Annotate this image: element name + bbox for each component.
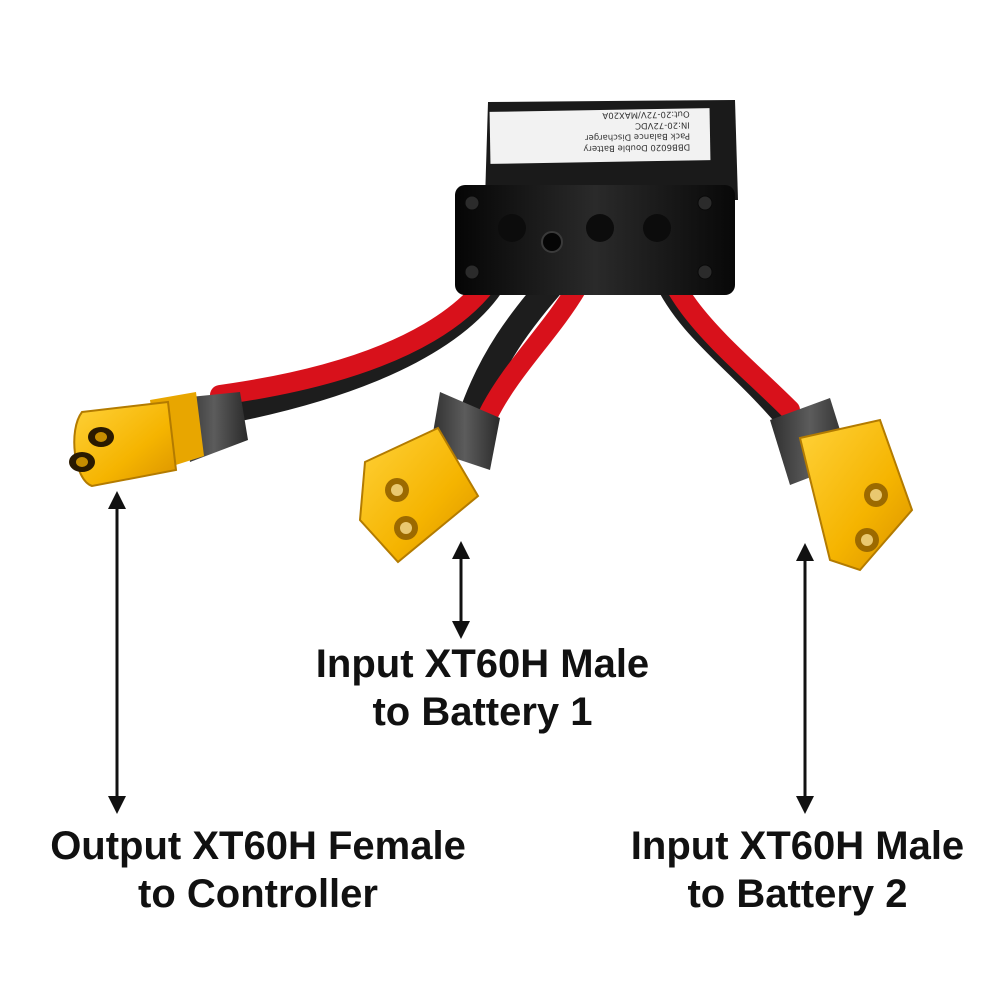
screw-icon [464,264,480,280]
callout-output-controller: Output XT60H Female to Controller [18,822,498,918]
device-label-line: Pack Balance Discharger [585,130,691,142]
screw-icon [464,195,480,211]
device-label-line: Out:20-72V/MAX20A [602,108,690,120]
xt60h-male-connector-battery1 [358,392,500,564]
callout-input-battery2: Input XT60H Male to Battery 2 [600,822,995,918]
device-label-line: DBB6020 Double Battery [583,141,690,153]
screw-icon [697,195,713,211]
xt60h-male-connector-battery2 [770,398,914,572]
callout-line: to Battery 2 [687,872,908,916]
callout-arrows [108,491,814,814]
xt60h-female-connector [69,392,248,488]
indicator-led [541,231,563,253]
callout-line: Input XT60H Male [315,642,650,686]
callout-line: to Battery 1 [372,690,593,734]
callout-input-battery1: Input XT60H Male to Battery 1 [280,640,685,736]
callout-line: to Controller [138,872,378,916]
device-label-line: IN:20-72VDC [635,119,690,130]
screw-icon [697,264,713,280]
callout-line: Output XT60H Female [50,824,466,868]
callout-line: Input XT60H Male [630,824,965,868]
